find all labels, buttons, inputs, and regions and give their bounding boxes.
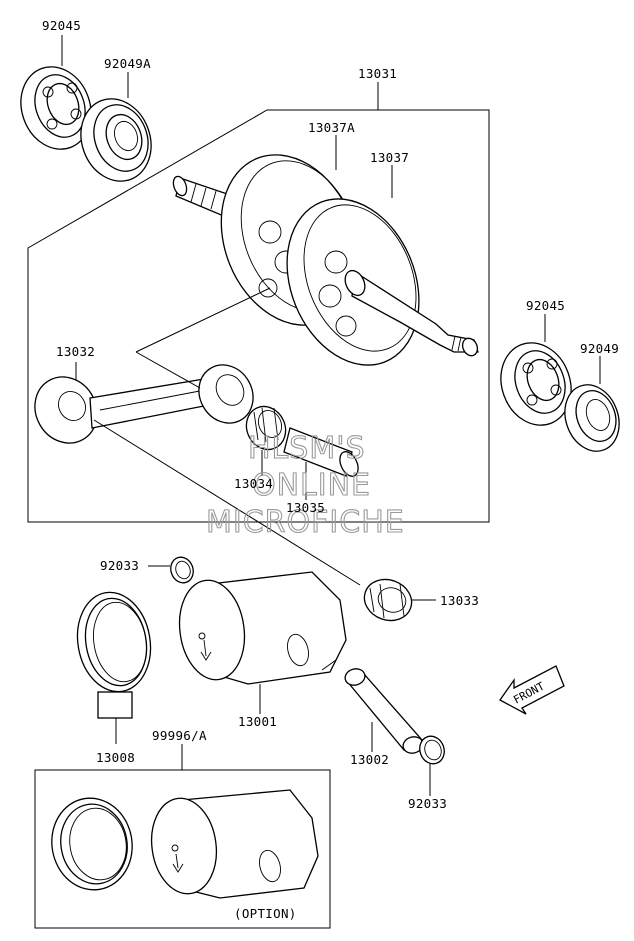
label-13032: 13032 — [56, 344, 95, 359]
label-13037A: 13037A — [308, 120, 355, 135]
option-piston-rings — [51, 797, 133, 891]
label-92033-bottom: 92033 — [408, 796, 447, 811]
label-92049A: 92049A — [104, 56, 151, 71]
circlip-92033-bottom — [419, 735, 445, 765]
label-99996A: 99996/A — [152, 728, 207, 743]
label-option: (OPTION) — [234, 906, 297, 921]
label-13034: 13034 — [234, 476, 273, 491]
crankshaft — [172, 154, 479, 366]
label-13033: 13033 — [440, 593, 479, 608]
bearing-92045-right — [500, 342, 572, 426]
piston-13001 — [178, 571, 347, 685]
front-arrow-icon: FRONT — [499, 665, 565, 715]
label-13002: 13002 — [350, 752, 389, 767]
crank-pin-13035 — [283, 427, 359, 477]
label-92049: 92049 — [580, 341, 619, 356]
label-92033-top: 92033 — [100, 558, 139, 573]
piston-pin-13002 — [344, 668, 424, 754]
watermark: HLSM'S ONLINE MICROFICHE — [205, 430, 405, 540]
label-13001: 13001 — [238, 714, 277, 729]
needle-bearing-13033 — [363, 578, 413, 622]
label-92045-right: 92045 — [526, 298, 565, 313]
watermark-line2: ONLINE — [252, 468, 371, 503]
label-13037: 13037 — [370, 150, 409, 165]
needle-bearing-13034 — [245, 405, 287, 451]
seal-92049 — [564, 384, 620, 452]
seal-92049A — [80, 98, 152, 182]
label-13035: 13035 — [286, 500, 325, 515]
label-13031: 13031 — [358, 66, 397, 81]
circlip-92033-top — [170, 556, 194, 584]
label-13008: 13008 — [96, 750, 135, 765]
watermark-line1: HLSM'S — [248, 431, 366, 466]
piston-rings-13008 — [76, 591, 152, 719]
option-piston — [150, 789, 319, 899]
connecting-rod-13032 — [34, 364, 254, 444]
watermark-line3: MICROFICHE — [206, 505, 405, 540]
label-92045-top: 92045 — [42, 18, 81, 33]
bearing-92045-top — [20, 66, 92, 150]
